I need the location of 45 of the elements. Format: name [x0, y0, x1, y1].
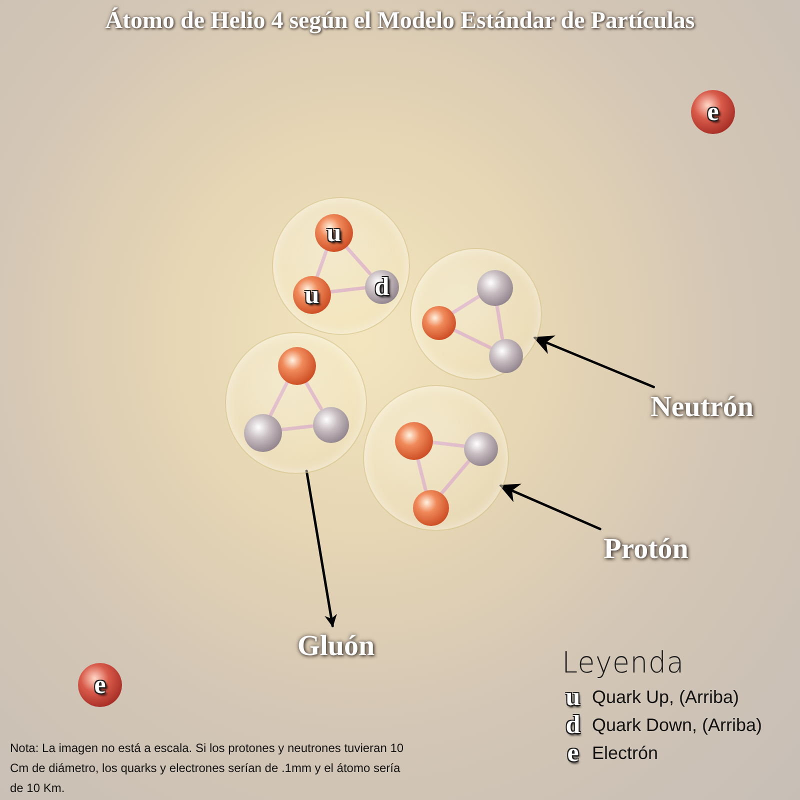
quark-letter: u [304, 282, 320, 308]
legend-symbol: d [564, 712, 582, 738]
gluon-chain [344, 244, 372, 276]
legend-text: Quark Down, (Arriba) [592, 714, 762, 736]
arrow [305, 470, 337, 628]
gluon-chain [268, 380, 290, 417]
legend-symbol: u [564, 684, 582, 710]
quark-letter: u [326, 220, 342, 246]
quark-letter: e [707, 99, 719, 125]
electron-sphere [78, 663, 122, 707]
gluon-chain [316, 248, 328, 278]
arrow [499, 484, 602, 530]
gluon-chain [452, 328, 492, 350]
electron-sphere [691, 90, 735, 134]
quark-sphere [422, 306, 456, 340]
quark-sphere [395, 422, 433, 460]
quark-sphere [278, 347, 316, 385]
legend-heading: Leyenda [562, 645, 686, 680]
legend-text: Quark Up, (Arriba) [592, 686, 740, 708]
callout-label: Gluón [284, 626, 388, 666]
gluon-chain [279, 424, 314, 432]
gluon-chain [440, 459, 471, 496]
footnote: Nota: La imagen no está a escala. Si los protones y neutrones tuvieran 10 Cm de diámetro, los quarks y electrones serían de .1mm y el átomo sería de 10 Km. [10, 740, 405, 797]
quark-sphere [464, 432, 498, 466]
quark-sphere [293, 276, 331, 314]
arrow [533, 336, 655, 388]
quark-letter: e [94, 672, 106, 698]
quark-sphere [489, 339, 523, 373]
quark-sphere [413, 490, 449, 526]
legend-text: Electrón [592, 742, 658, 764]
quark-sphere [477, 270, 513, 306]
callout-label: Neutrón [632, 387, 772, 427]
gluon-chain [304, 380, 323, 410]
gluon-chain [328, 286, 366, 294]
gluon-chain [450, 294, 480, 315]
gluon-chain [495, 303, 504, 340]
callout-label: Protón [586, 529, 706, 569]
quark-sphere [244, 414, 282, 452]
quark-sphere [315, 214, 353, 252]
diagram-title: Átomo de Helio 4 según el Modelo Estándar de Partículas [104, 8, 696, 35]
legend-symbol: e [566, 740, 580, 766]
gluon-chain [416, 456, 428, 492]
quark-sphere [365, 270, 399, 304]
quark-sphere [313, 407, 349, 443]
quark-letter: d [374, 274, 390, 300]
